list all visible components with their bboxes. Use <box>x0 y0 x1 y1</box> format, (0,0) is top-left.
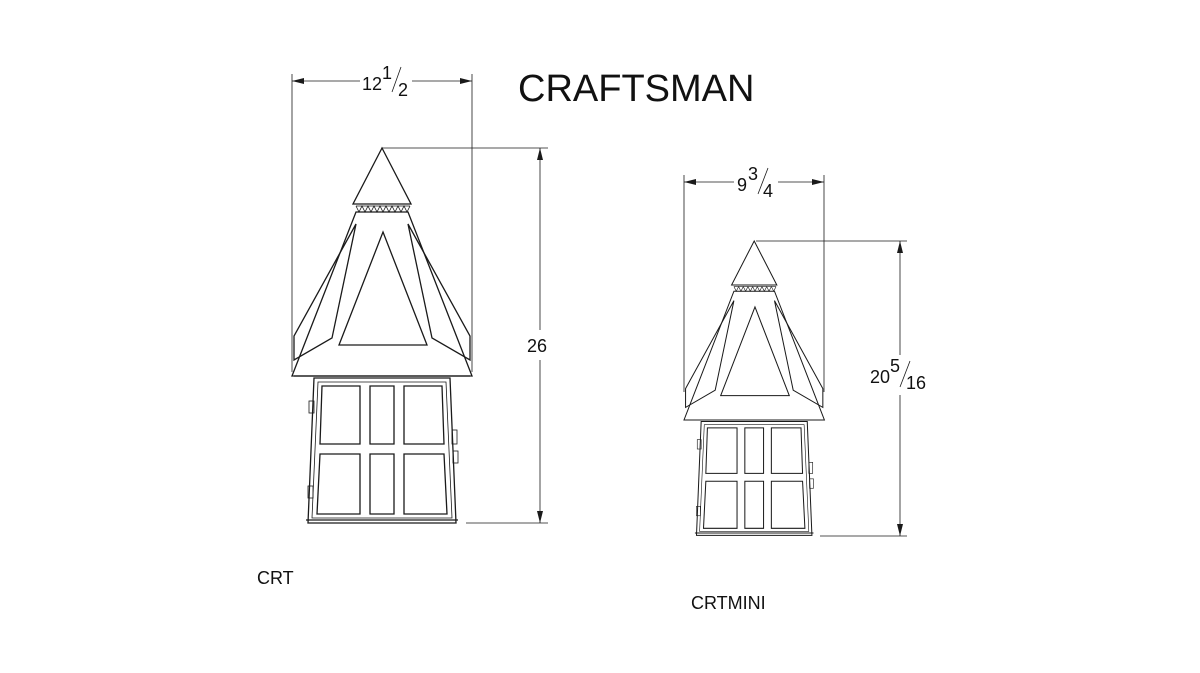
crtmini-width-dimension: 9 3 4 <box>683 164 825 392</box>
page-title: CRAFTSMAN <box>518 68 754 110</box>
crtmini-lantern <box>683 240 825 536</box>
crt-width-numerator: 1 <box>382 63 392 83</box>
crt-height-dimension: 26 <box>382 147 548 524</box>
crt-height-value: 26 <box>527 336 547 356</box>
crtmini-width-numerator: 3 <box>748 164 758 184</box>
crt-lantern <box>291 147 473 524</box>
crtmini-height-denominator: 16 <box>906 373 926 393</box>
crt-width-denominator: 2 <box>398 80 408 100</box>
crtmini-height-whole: 20 <box>870 367 890 387</box>
crtmini-height-numerator: 5 <box>890 356 900 376</box>
crtmini-width-whole: 9 <box>737 175 747 195</box>
crt-width-whole: 12 <box>362 74 382 94</box>
crtmini-height-dimension: 20 5 16 <box>756 240 926 537</box>
crtmini-label: CRTMINI <box>691 593 766 613</box>
crt-label: CRT <box>257 568 294 588</box>
crt-width-dimension: 12 1 2 <box>291 63 473 372</box>
crtmini-width-denominator: 4 <box>763 181 773 201</box>
